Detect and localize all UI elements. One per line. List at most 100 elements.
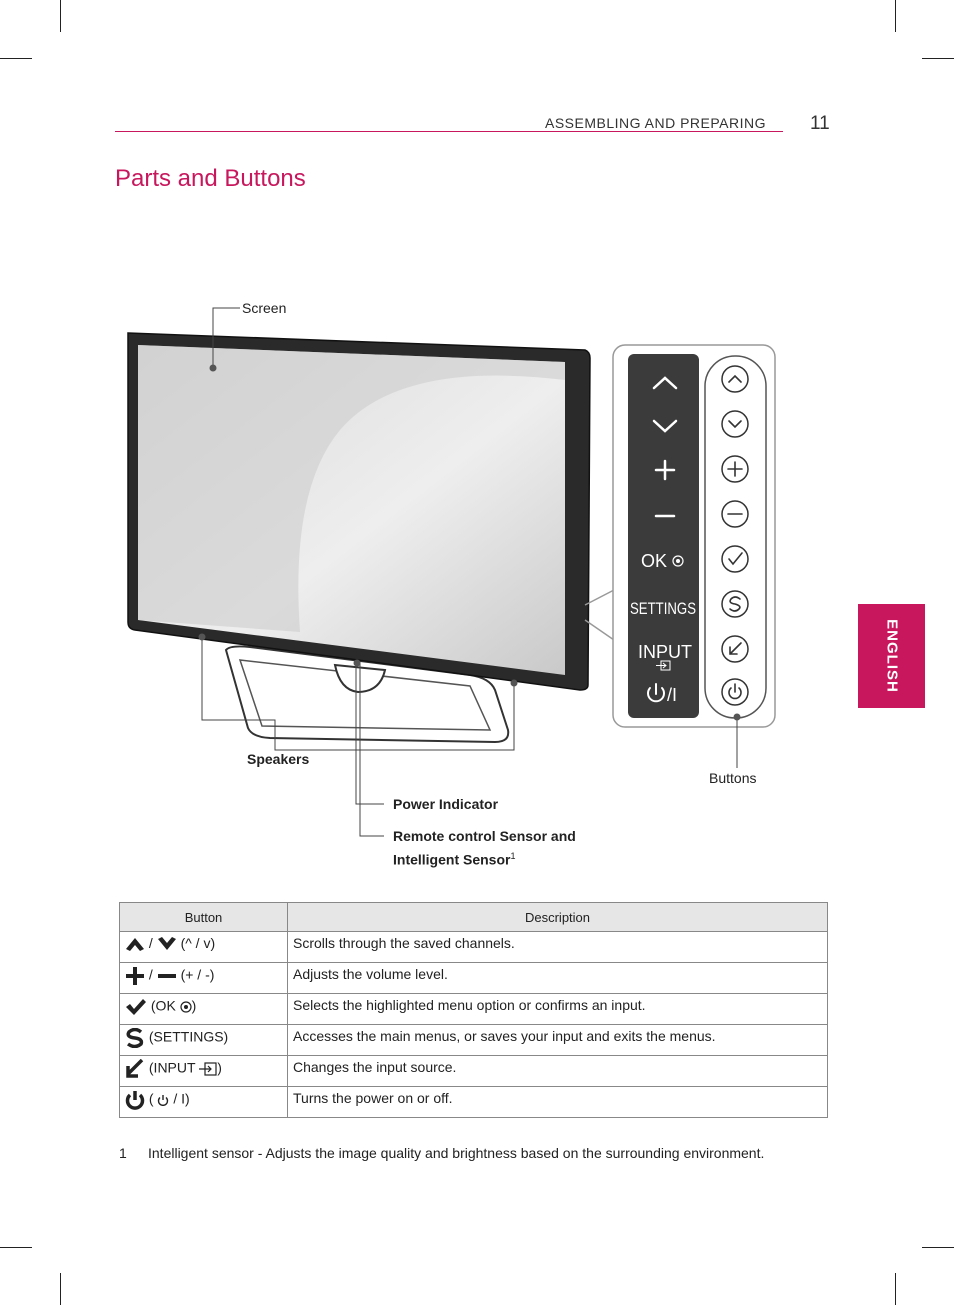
button-text: (INPUT (148, 1059, 196, 1076)
button-up (721, 365, 749, 393)
button-separator: / (148, 966, 153, 983)
down-icon (728, 420, 742, 429)
crop-mark (922, 58, 954, 59)
table-row: / (^ / v) Scrolls through the saved chan… (119, 931, 828, 963)
footnote-text: Intelligent sensor - Adjusts the image q… (148, 1145, 765, 1161)
power-icon (728, 683, 742, 700)
panel-down-icon (652, 419, 678, 433)
sensor-callout-line (359, 662, 384, 837)
table-row: (SETTINGS) Accesses the main menus, or s… (119, 1024, 828, 1056)
table-cell-button: / (+ / -) (119, 962, 288, 994)
button-input (721, 635, 749, 663)
panel-up-icon (652, 376, 678, 390)
up-icon (728, 374, 742, 383)
power-indicator-label: Power Indicator (393, 796, 499, 812)
remote-sensor-label-line2: Intelligent Sensor1 (393, 851, 515, 868)
panel-input-label: INPUT (638, 642, 692, 662)
speakers-label: Speakers (247, 751, 310, 767)
tv-illustration: OK SETTINGS INPUT /I (127, 307, 776, 837)
settings-s-icon (126, 1028, 144, 1048)
crop-mark (922, 1247, 954, 1248)
page-title: Parts and Buttons (115, 165, 306, 192)
footnote-ref: 1 (510, 851, 516, 861)
panel-power-label: /I (667, 685, 677, 705)
settings-s-icon (729, 596, 741, 612)
table-cell-button: (OK ) (119, 993, 288, 1025)
table-cell-button: ( / I) (119, 1086, 288, 1118)
button-settings (721, 590, 749, 618)
table-cell-description: Selects the highlighted menu option or c… (287, 993, 828, 1025)
table-row: (OK ) Selects the highlighted menu optio… (119, 993, 828, 1025)
up-button-icon (126, 938, 144, 952)
tv-stand (224, 645, 510, 744)
crop-mark (60, 1273, 61, 1305)
table-cell-button: (INPUT ) (119, 1055, 288, 1087)
panel-ok-label: OK (641, 551, 667, 571)
button-panel-dark (628, 354, 699, 718)
table-cell-description: Turns the power on or off. (287, 1086, 828, 1118)
panel-settings-label: SETTINGS (630, 599, 696, 618)
page-number: 11 (810, 113, 830, 134)
minus-button-icon (157, 974, 176, 978)
input-arrow-icon (729, 642, 742, 655)
table-cell-description: Accesses the main menus, or saves your i… (287, 1024, 828, 1056)
button-ok (721, 545, 749, 573)
input-source-icon (199, 1062, 217, 1076)
panel-plus-icon (654, 459, 676, 481)
buttons-label: Buttons (709, 770, 757, 786)
power-symbol-icon (158, 1095, 169, 1106)
button-minus (721, 500, 749, 528)
crop-mark (0, 1247, 32, 1248)
header-section-title: ASSEMBLING AND PREPARING (545, 115, 767, 131)
button-text: ( (148, 1090, 154, 1107)
table-cell-button: / (^ / v) (119, 931, 288, 963)
panel-ok-icon (672, 555, 684, 567)
crop-mark (895, 1273, 896, 1305)
table-cell-button: (SETTINGS) (119, 1024, 288, 1056)
button-separator: / (148, 935, 153, 951)
button-text: (SETTINGS) (148, 1028, 229, 1045)
table-header-button: Button (119, 902, 288, 932)
table-header-row: Button Description (119, 902, 828, 932)
button-down (721, 410, 749, 438)
plus-button-icon (126, 967, 144, 985)
footnote-number: 1 (119, 1145, 127, 1161)
button-text: (^ / v) (180, 935, 216, 951)
down-button-icon (157, 937, 176, 951)
crop-mark (895, 0, 896, 32)
plus-icon (727, 461, 743, 477)
panel-connector (584, 589, 615, 641)
screen-callout-line (212, 307, 240, 368)
table-cell-description: Adjusts the volume level. (287, 962, 828, 994)
table-row: (INPUT ) Changes the input source. (119, 1055, 828, 1087)
ok-target-icon (180, 1001, 192, 1013)
button-power (721, 678, 749, 706)
button-text-end: ) (191, 997, 197, 1014)
speakers-callout-line (201, 637, 515, 751)
language-tab: ENGLISH (858, 604, 925, 708)
button-text-end: ) (217, 1059, 222, 1076)
tv-stand-inner (238, 659, 492, 731)
power-callout-line (355, 662, 384, 805)
button-text: (OK (150, 997, 176, 1014)
power-button-icon (125, 1091, 145, 1110)
panel-power-icon (647, 683, 665, 703)
crop-mark (0, 58, 32, 59)
buttons-table: Button Description / (^ / v) Scrolls thr… (119, 902, 828, 1118)
screen-label: Screen (242, 300, 287, 316)
button-text-end: / I) (173, 1090, 190, 1107)
table-row: / (+ / -) Adjusts the volume level. (119, 962, 828, 994)
input-arrow-icon (126, 1059, 144, 1078)
remote-sensor-label-line1: Remote control Sensor and (393, 828, 576, 844)
header-rule (115, 131, 783, 132)
table-row: ( / I) Turns the power on or off. (119, 1086, 828, 1118)
check-icon (728, 552, 743, 566)
table-header-description: Description (287, 902, 828, 932)
table-cell-description: Changes the input source. (287, 1055, 828, 1087)
button-text: (+ / -) (180, 966, 215, 983)
tv-screen-reflection (138, 345, 565, 632)
remote-sensor-label-text: Intelligent Sensor (393, 851, 511, 868)
ok-check-icon (126, 999, 146, 1015)
table-cell-description: Scrolls through the saved channels. (287, 931, 828, 963)
panel-input-icon (656, 660, 671, 671)
